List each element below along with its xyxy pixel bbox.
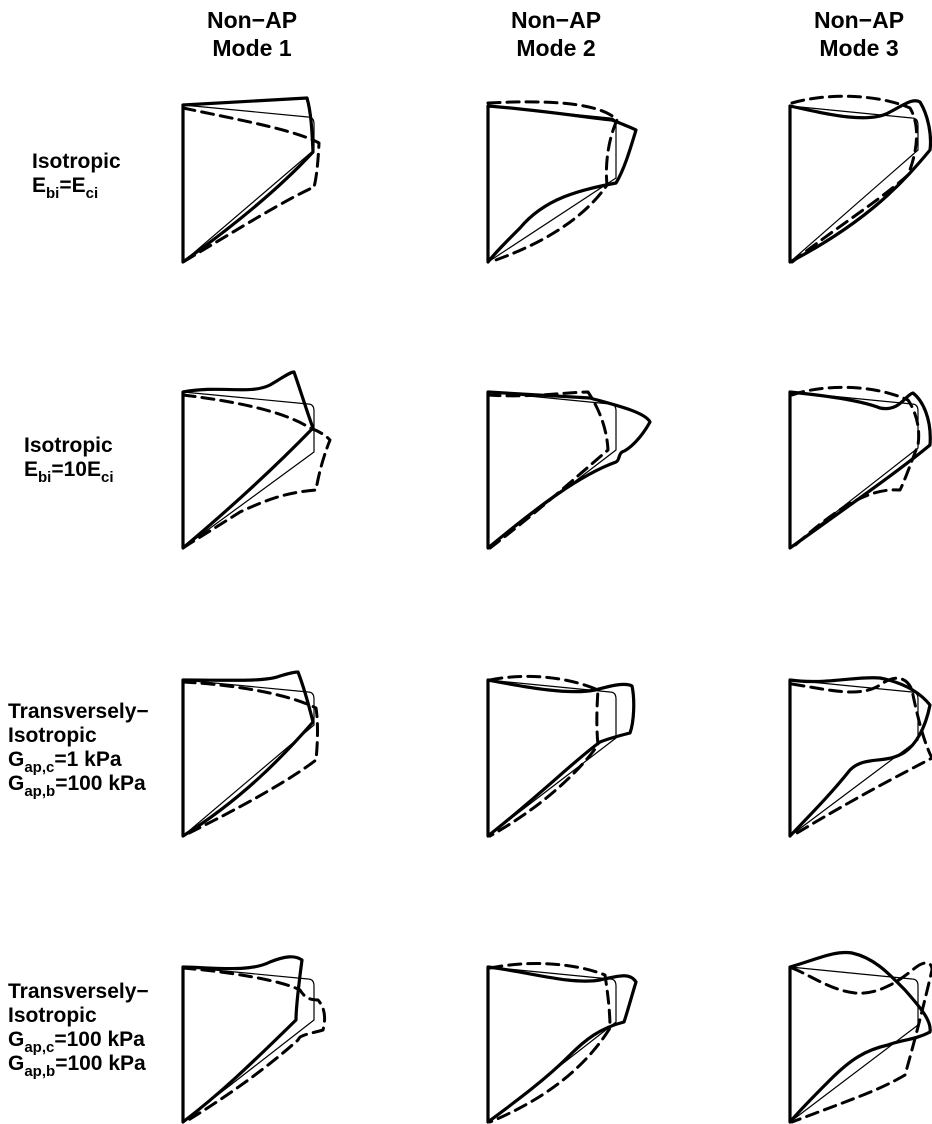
row-label-transverse-100kpa: Transversely− Isotropic Gap,c=100 kPa Ga… bbox=[8, 980, 149, 1080]
column-header-line2: Mode 1 bbox=[212, 35, 292, 61]
deformed-outline-negative bbox=[181, 106, 321, 264]
row-label-line: Ebi=Eci bbox=[32, 174, 99, 202]
reference-outline bbox=[487, 679, 617, 837]
panel-r1-mode3 bbox=[788, 94, 932, 264]
row-label-line: Gap,b=100 kPa bbox=[8, 772, 146, 800]
row-label-line: Ebi=10Eci bbox=[24, 458, 114, 486]
deformed-outline-positive bbox=[486, 104, 638, 264]
deformed-outline-positive bbox=[181, 96, 315, 264]
column-header-mode-1: Non−AP Mode 1 bbox=[152, 6, 352, 62]
row-label-transverse-1kpa: Transversely− Isotropic Gap,c=1 kPa Gap,… bbox=[8, 700, 149, 800]
deformed-outline-negative bbox=[488, 674, 600, 838]
column-header-line2: Mode 3 bbox=[819, 35, 899, 61]
reference-outline bbox=[182, 104, 315, 263]
panel-r1-mode1 bbox=[181, 96, 321, 264]
deformed-outline-positive bbox=[486, 678, 636, 838]
reference-outline bbox=[789, 966, 919, 1123]
deformed-outline-negative bbox=[181, 393, 332, 550]
row-label-line: Isotropic bbox=[24, 434, 113, 457]
column-header-mode-2: Non−AP Mode 2 bbox=[456, 6, 656, 62]
row-label-line: Gap,c=100 kPa bbox=[8, 1028, 145, 1056]
deformed-outline-negative bbox=[181, 966, 327, 1124]
panel-r1-mode2 bbox=[486, 100, 638, 264]
row-label-line: Isotropic bbox=[8, 1004, 97, 1027]
panel-r3-mode1 bbox=[181, 670, 319, 838]
deformed-outline-positive bbox=[486, 965, 638, 1124]
panel-r2-mode2 bbox=[486, 390, 652, 550]
reference-outline bbox=[182, 966, 315, 1123]
row-label-line: Transversely− bbox=[8, 980, 149, 1003]
deformed-outline-positive bbox=[486, 390, 652, 550]
row-label-line: Gap,c=1 kPa bbox=[8, 748, 122, 776]
panel-r3-mode2 bbox=[486, 674, 636, 838]
column-header-line1: Non−AP bbox=[813, 7, 905, 33]
panel-r2-mode3 bbox=[788, 385, 932, 550]
reference-outline bbox=[487, 105, 617, 263]
deformed-outline-negative bbox=[790, 385, 921, 550]
deformed-outline-negative bbox=[790, 961, 932, 1124]
deformed-outline-negative bbox=[486, 390, 610, 550]
column-header-line1: Non−AP bbox=[206, 7, 298, 33]
deformed-outline-negative bbox=[790, 676, 932, 838]
deformed-outline-positive bbox=[788, 950, 932, 1124]
reference-outline bbox=[789, 105, 919, 263]
panel-r3-mode3 bbox=[788, 676, 932, 838]
row-label-line: Isotropic bbox=[8, 724, 97, 747]
column-header-mode-3: Non−AP Mode 3 bbox=[759, 6, 932, 62]
panel-r2-mode1 bbox=[181, 370, 332, 550]
column-header-line1: Non−AP bbox=[510, 7, 602, 33]
panel-r4-mode2 bbox=[486, 962, 638, 1124]
row-label-line: Gap,b=100 kPa bbox=[8, 1052, 146, 1080]
deformed-outline-positive bbox=[181, 370, 315, 550]
reference-outline bbox=[182, 391, 315, 549]
reference-outline bbox=[182, 679, 315, 837]
panel-r4-mode3 bbox=[788, 950, 932, 1124]
row-label-line: Isotropic bbox=[32, 150, 121, 173]
deformed-outline-positive bbox=[788, 99, 932, 264]
deformed-outline-negative bbox=[181, 680, 319, 838]
panel-r4-mode1 bbox=[181, 955, 327, 1124]
deformed-outline-positive bbox=[181, 670, 315, 838]
row-label-line: Transversely− bbox=[8, 700, 149, 723]
column-header-line2: Mode 2 bbox=[516, 35, 596, 61]
deformed-outline-positive bbox=[181, 955, 304, 1124]
reference-outline bbox=[789, 679, 919, 837]
deformed-outline-positive bbox=[788, 676, 932, 838]
deformed-outline-negative bbox=[486, 100, 619, 264]
row-label-isotropic-ten: Isotropic Ebi=10Eci bbox=[24, 434, 114, 486]
row-label-isotropic-equal: Isotropic Ebi=Eci bbox=[32, 150, 121, 202]
deformed-outline-negative bbox=[790, 94, 919, 264]
deformed-outline-negative bbox=[488, 962, 612, 1124]
